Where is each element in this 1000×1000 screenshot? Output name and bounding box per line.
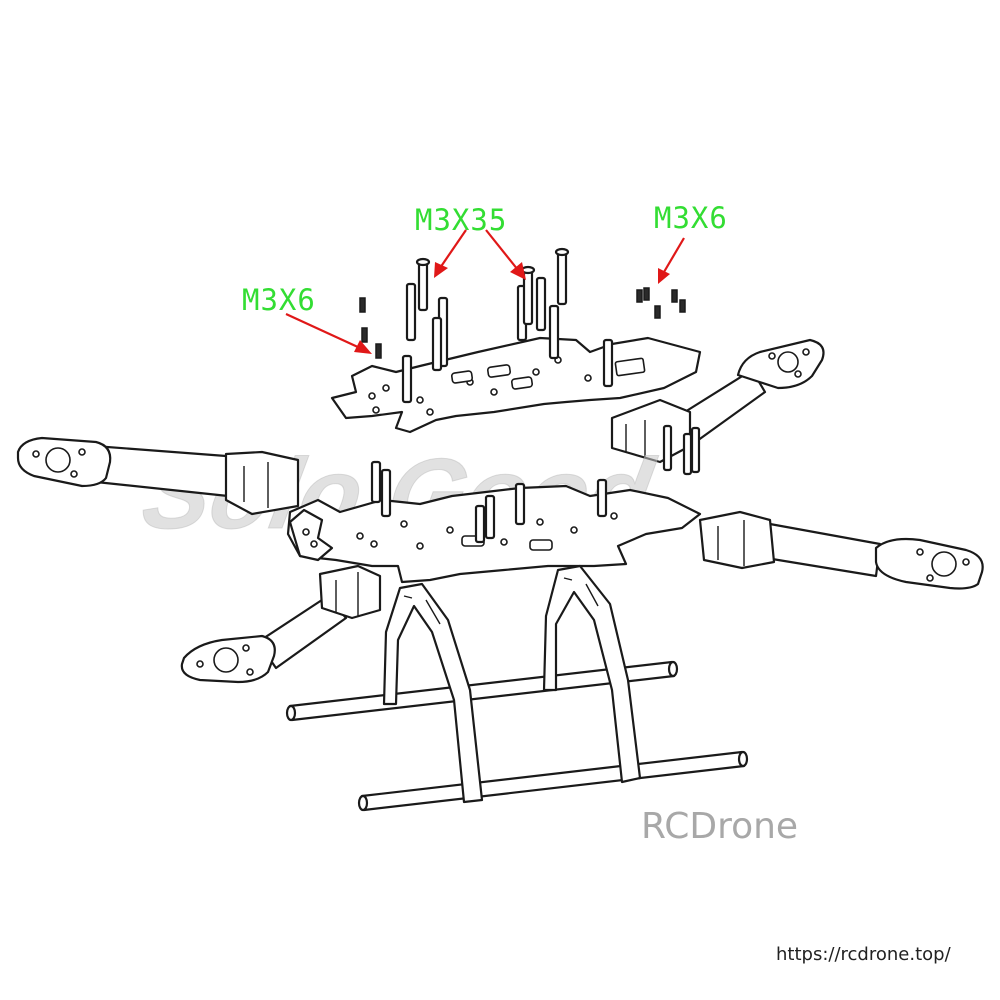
side-bracket [288, 508, 334, 562]
callout-m3x6-left: M3X6 [242, 283, 372, 354]
arm-left [16, 436, 300, 516]
clamp-standoffs [662, 424, 701, 476]
source-url: https://rcdrone.top/ [776, 944, 952, 965]
screws-left [359, 297, 382, 359]
callout-m3x35: M3X35 [415, 203, 526, 280]
landing-gear [285, 564, 749, 812]
callout-label-m3x6-left: M3X6 [242, 283, 316, 317]
callout-label-m3x6-right: M3X6 [654, 201, 728, 235]
bottom-standoffs [370, 460, 608, 544]
arm-clamp-left-front [318, 564, 382, 620]
motor-mount-right-front [874, 537, 984, 590]
callout-m3x6-right: M3X6 [654, 201, 728, 284]
arm-left-front [180, 564, 382, 684]
arm-clamp-right-front [698, 510, 776, 570]
screws-right [636, 287, 686, 319]
landing-skid-front [360, 750, 746, 812]
landing-leg-left [382, 582, 484, 804]
arm-right-front [698, 510, 984, 590]
callout-label-m3x35: M3X35 [415, 203, 507, 237]
brand-watermark: RCDrone [641, 806, 798, 847]
arm-clamp-left [224, 450, 300, 516]
landing-leg-right [542, 564, 642, 784]
standoffs-long [401, 247, 614, 404]
